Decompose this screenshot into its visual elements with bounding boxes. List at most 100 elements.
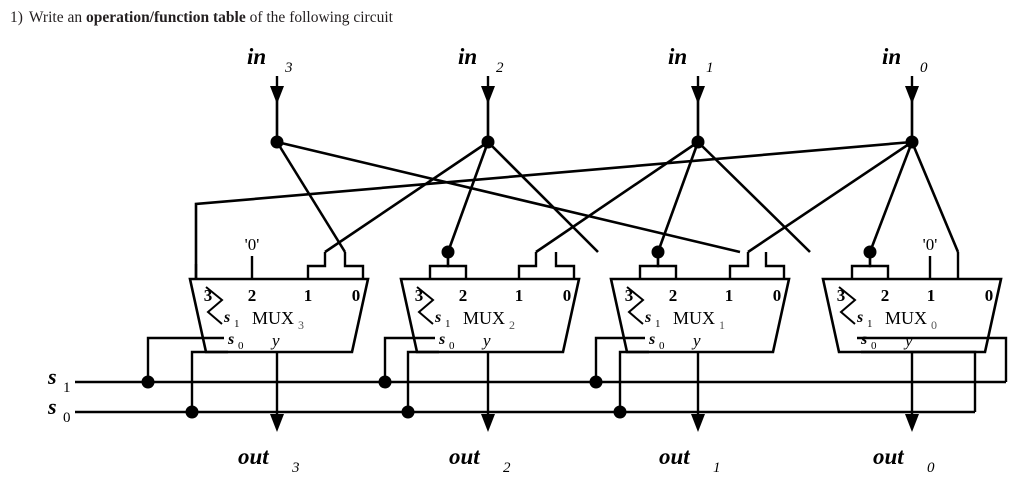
- fanout-from-in3: [275, 140, 741, 254]
- mux3-select-notch: [205, 286, 224, 325]
- constant-zero-mux3-text: '0': [245, 235, 260, 254]
- select-label-s0-sub: 0: [63, 410, 71, 426]
- mux1-port-label-2: 2: [669, 286, 678, 305]
- select-label-s0: s: [47, 394, 57, 419]
- mux2-sel-sub-s1: 1: [445, 318, 451, 330]
- constant-zero-mux0-text: '0': [923, 235, 938, 254]
- mux2-port-label-0: 0: [563, 286, 572, 305]
- mux2-port-label-3: 3: [415, 286, 424, 305]
- mux3-sel-sub-s0: 0: [238, 340, 244, 352]
- output-label-out3-text: out: [238, 444, 269, 469]
- mux0-port-label-1: 1: [927, 286, 936, 305]
- mux2-output-label: y: [481, 331, 491, 350]
- output-label-out1-sub: 1: [713, 460, 721, 476]
- input-label-in3: in 3: [247, 44, 293, 76]
- mux1-port-label-3: 3: [625, 286, 634, 305]
- mux2-name-sub: 2: [509, 318, 515, 332]
- output-label-out3: out 3: [238, 444, 300, 476]
- input-wire-in0: [905, 76, 919, 144]
- output-label-out3-sub: 3: [291, 460, 300, 476]
- mux2-port1-stub: [517, 252, 538, 279]
- mux3-name-sub: 3: [298, 318, 304, 332]
- junction-dot-s0-mux1: [613, 405, 627, 419]
- mux3-port-label-0: 0: [352, 286, 361, 305]
- junction-dot-s0-mux2: [401, 405, 415, 419]
- question-number: 1): [10, 9, 23, 26]
- mux0-name-sub: 0: [931, 318, 937, 332]
- output-label-out0-sub: 0: [927, 460, 935, 476]
- input-label-in1-sub: 1: [706, 60, 714, 76]
- junction-dot-s1-mux1: [589, 375, 603, 389]
- select-line-s0: s 0: [47, 350, 977, 426]
- output-label-out1-text: out: [659, 444, 690, 469]
- mux3-sel-label-s1: s: [223, 309, 230, 326]
- mux-1[interactable]: 3 2 1 0 s 1 s 0 MUX 1 y: [609, 245, 791, 354]
- mux2-port-label-2: 2: [459, 286, 468, 305]
- input-wire-in3: [270, 76, 284, 144]
- mux0-sel-sub-s1: 1: [867, 318, 873, 330]
- mux3-port-label-1: 1: [304, 286, 313, 305]
- circuit-diagram: in 3 in 2 in 1 in 0: [0, 34, 1024, 481]
- mux0-sel-label-s1: s: [856, 309, 863, 326]
- mux2-select-notch: [416, 286, 435, 325]
- output-label-out2-sub: 2: [503, 460, 511, 476]
- mux1-port2-stub: [656, 252, 678, 279]
- mux0-port2-stub: [868, 252, 890, 279]
- mux3-port-label-2: 2: [248, 286, 257, 305]
- junction-dot-mux2-in2: [441, 245, 455, 259]
- mux1-select-notch: [626, 286, 645, 325]
- mux0-name: MUX: [885, 308, 927, 328]
- output-label-out0: out 0: [873, 444, 935, 476]
- junction-dot-in0: [905, 135, 919, 149]
- mux-3[interactable]: 3 2 1 0 s 1 s 0 MUX 3 y: [188, 252, 370, 354]
- mux0-sel-sub-s0: 0: [871, 340, 877, 352]
- constant-zero-mux0: '0': [923, 235, 938, 279]
- fanout-from-in0: [194, 140, 960, 279]
- mux2-sel-label-s0: s: [438, 331, 445, 348]
- mux0-select-notch: [838, 286, 857, 325]
- output-wire-out2: [481, 352, 495, 432]
- mux-2[interactable]: 3 2 1 0 s 1 s 0 MUX 2 y: [399, 245, 581, 354]
- select-label-s1: s: [47, 364, 57, 389]
- mux2-port2-stub: [446, 252, 468, 279]
- mux1-sel-sub-s1: 1: [655, 318, 661, 330]
- input-label-in3-sub: 3: [284, 60, 293, 76]
- mux0-port-label-3: 3: [837, 286, 846, 305]
- out2-arrowhead: [481, 414, 495, 432]
- question-text-after: of the following circuit: [245, 9, 393, 26]
- mux1-port-label-0: 0: [773, 286, 782, 305]
- mux1-port-label-1: 1: [725, 286, 734, 305]
- mux1-output-label: y: [691, 331, 701, 350]
- input-label-in1-text: in: [668, 44, 687, 69]
- junction-dot-in2: [481, 135, 495, 149]
- mux1-sel-label-s0: s: [648, 331, 655, 348]
- mux1-port1-stub: [728, 252, 750, 279]
- mux0-port-label-2: 2: [881, 286, 890, 305]
- question-text-before: Write an: [28, 9, 86, 26]
- input-label-in0-text: in: [882, 44, 901, 69]
- mux1-port0-stub: [764, 252, 786, 279]
- mux2-body: [399, 277, 581, 354]
- junction-dot-in1: [691, 135, 705, 149]
- in1-arrowhead: [691, 86, 705, 104]
- mux3-port0-stub: [343, 252, 365, 279]
- out1-arrowhead: [691, 414, 705, 432]
- in0-arrowhead: [905, 86, 919, 104]
- mux2-name: MUX: [463, 308, 505, 328]
- junction-dot-mux0-in0: [863, 245, 877, 259]
- output-wire-out0: [905, 352, 919, 432]
- junction-dot-s1-mux2: [378, 375, 392, 389]
- select-line-s1: s 1: [47, 336, 1008, 396]
- mux1-name-sub: 1: [719, 318, 725, 332]
- mux-0[interactable]: 3 2 1 0 s 1 s 0 MUX 0 y: [821, 245, 1003, 354]
- input-wire-in2: [481, 76, 495, 144]
- mux0-output-label: y: [903, 331, 913, 350]
- mux2-port-label-1: 1: [515, 286, 524, 305]
- mux3-output-label: y: [270, 331, 280, 350]
- output-wire-out1: [691, 352, 705, 432]
- mux2-port0-stub: [554, 252, 576, 279]
- input-label-in3-text: in: [247, 44, 266, 69]
- input-label-in2-sub: 2: [496, 60, 504, 76]
- input-label-in2: in 2: [458, 44, 504, 76]
- input-label-in0: in 0: [882, 44, 928, 76]
